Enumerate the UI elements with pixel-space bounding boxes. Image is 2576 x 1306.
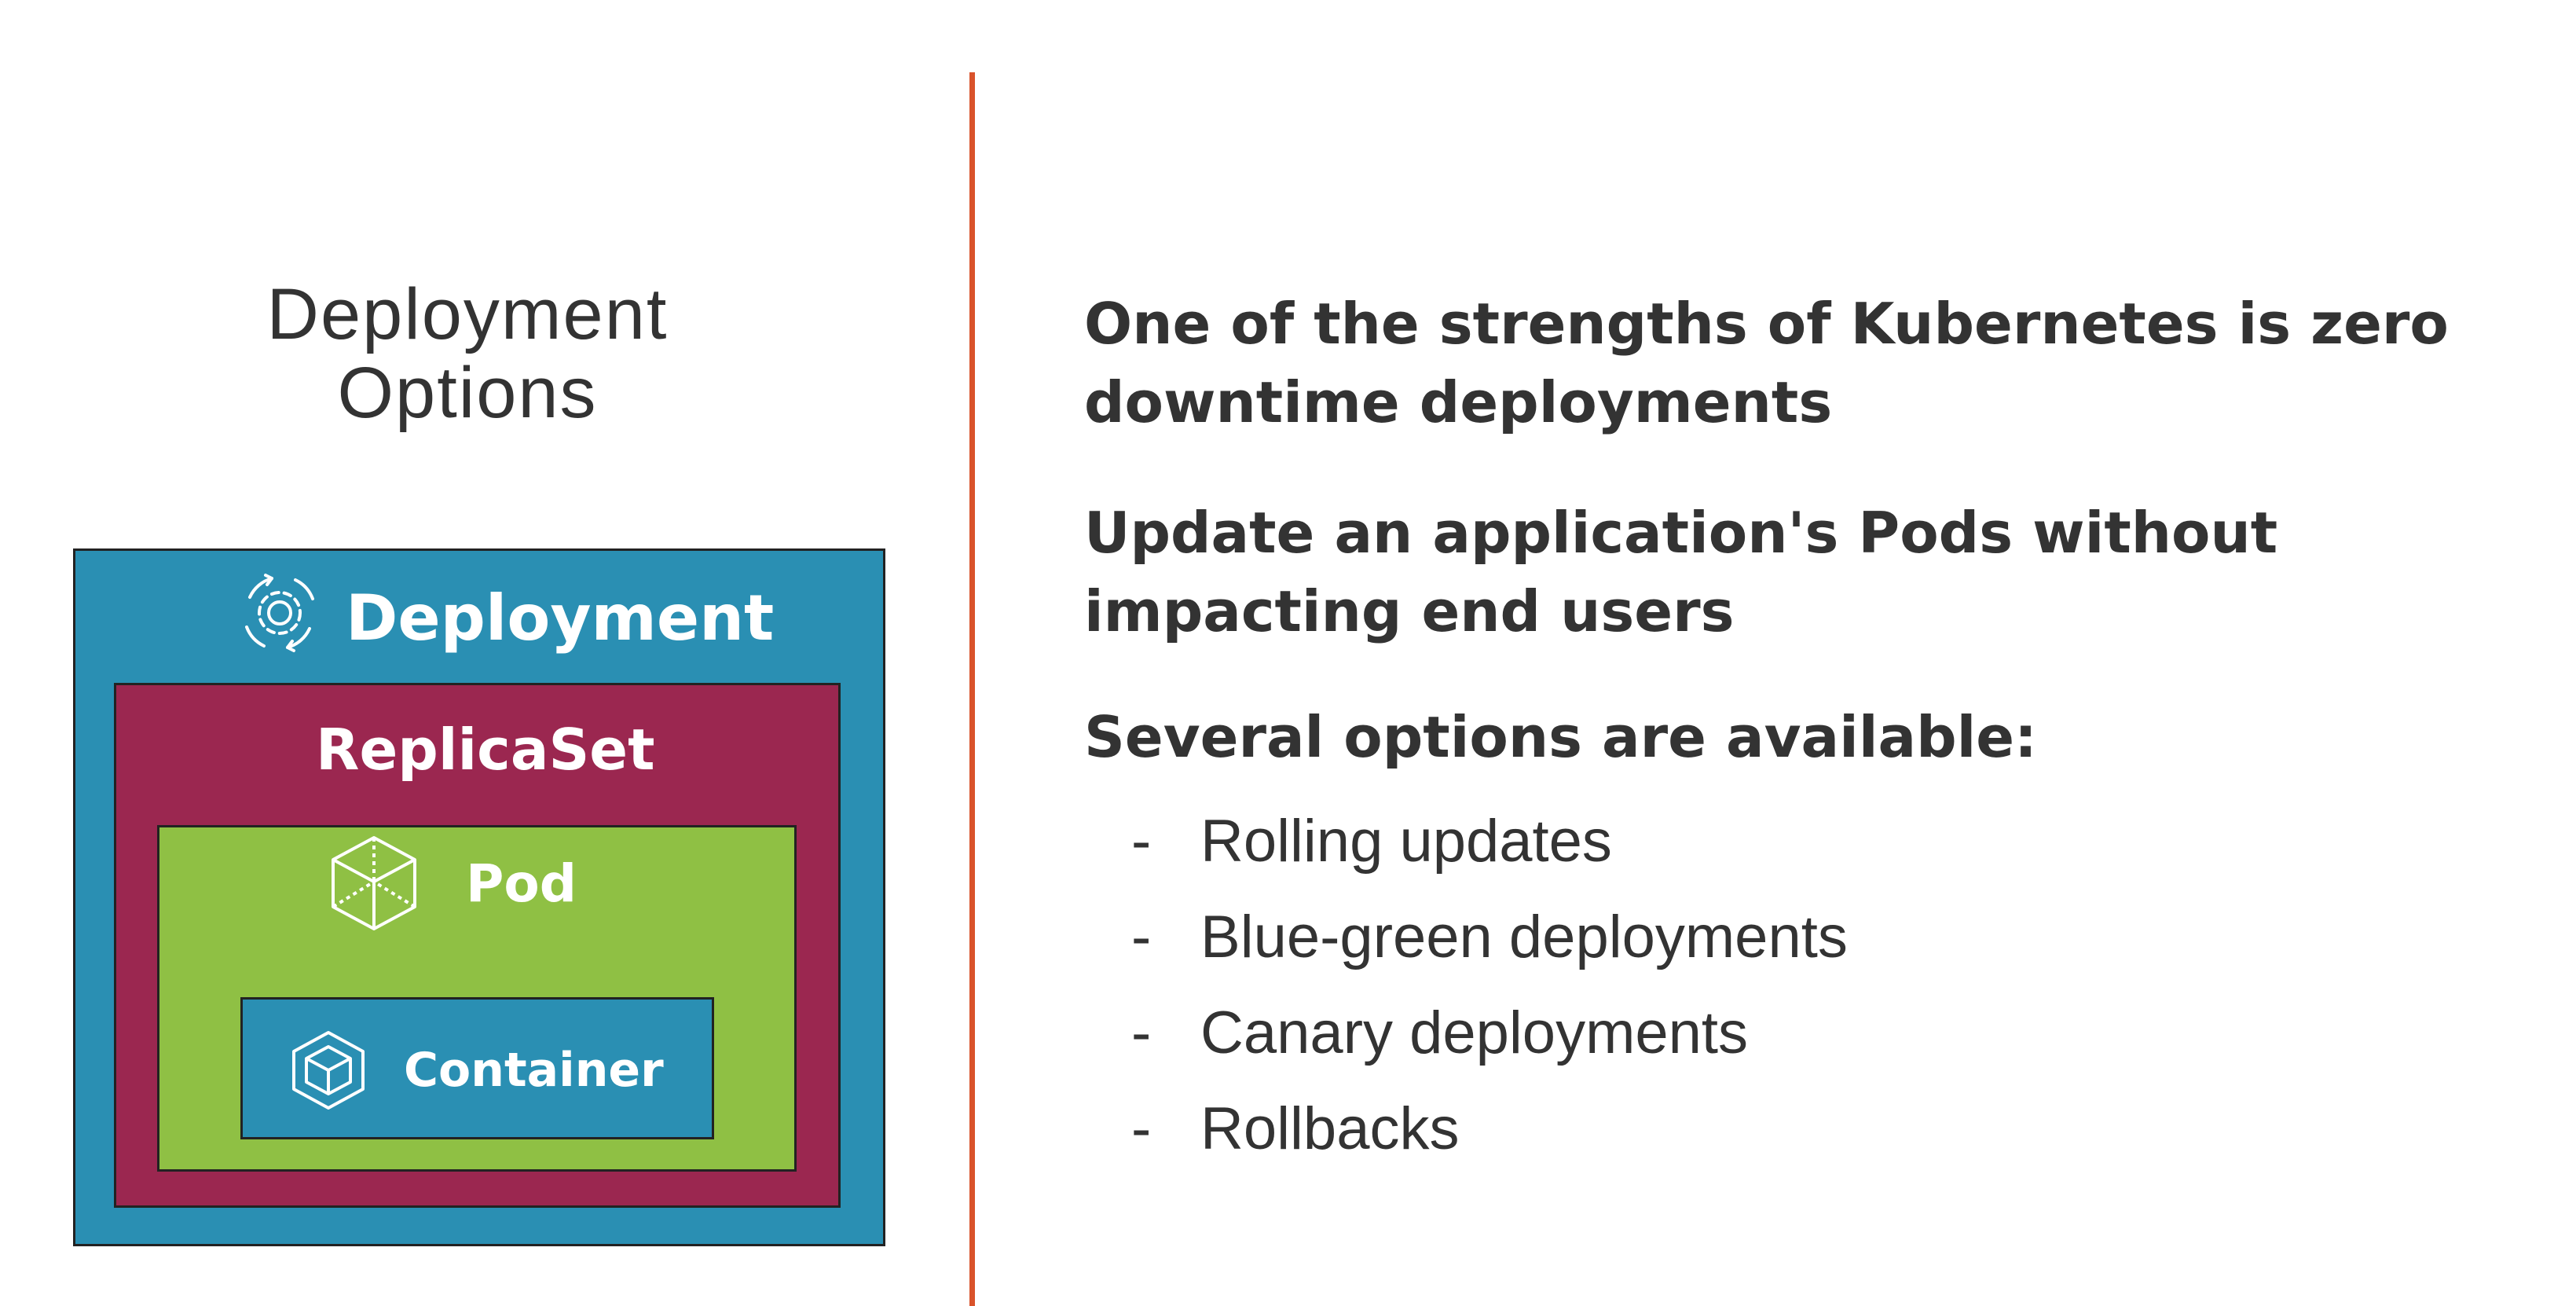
cube-icon (328, 833, 420, 934)
option-rolling-updates: Rolling updates (1200, 808, 1612, 875)
list-item: -Canary deployments (1131, 985, 1848, 1081)
list-item: -Rollbacks (1131, 1081, 1848, 1177)
option-blue-green: Blue-green deployments (1200, 904, 1848, 970)
options-list: -Rolling updates -Blue-green deployments… (1131, 794, 1848, 1177)
container-label: Container (404, 1043, 664, 1098)
title-line-1: Deployment (266, 274, 669, 354)
title-line-2: Options (337, 353, 598, 433)
option-canary: Canary deployments (1200, 1000, 1749, 1066)
point-update-pods: Update an application's Pods without imp… (1084, 500, 2278, 644)
option-rollbacks: Rollbacks (1200, 1095, 1460, 1162)
point-zero-downtime: One of the strengths of Kubernetes is ze… (1084, 291, 2449, 435)
list-dash: - (1131, 808, 1152, 875)
slide-title: Deployment Options (75, 275, 860, 432)
deployment-label: Deployment (346, 581, 775, 655)
container-cube-icon (291, 1029, 366, 1111)
list-item: -Blue-green deployments (1131, 890, 1848, 985)
container-box (240, 997, 714, 1139)
pod-label: Pod (466, 853, 577, 914)
list-item: -Rolling updates (1131, 794, 1848, 890)
list-dash: - (1131, 1000, 1152, 1066)
list-dash: - (1131, 904, 1152, 970)
point-options-available: Several options are available: (1084, 704, 2037, 770)
rotating-gear-icon (233, 566, 327, 660)
vertical-divider (969, 72, 975, 1306)
list-dash: - (1131, 1095, 1152, 1162)
replicaset-label: ReplicaSet (316, 717, 655, 783)
